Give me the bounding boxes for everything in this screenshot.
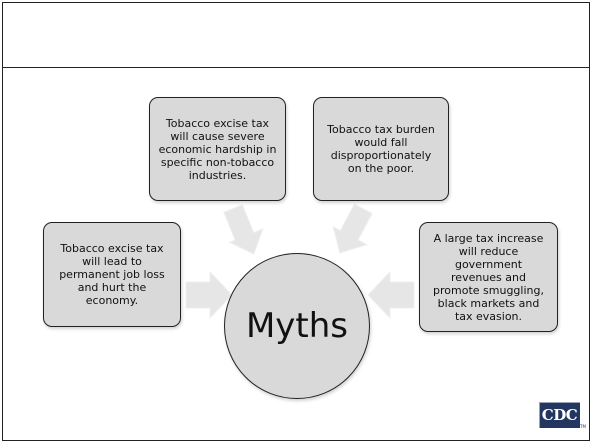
arrow-myth-3 xyxy=(185,270,233,320)
arrow-myth-4 xyxy=(367,270,415,320)
myth-text: A large tax increase will reduce governm… xyxy=(433,231,544,323)
myth-text: Tobacco tax burden would fall disproport… xyxy=(327,123,435,175)
arrow-myth-2 xyxy=(332,203,373,254)
trademark-mark: TM xyxy=(580,424,586,429)
myth-box-industry-hardship: Tobacco excise tax will cause severe eco… xyxy=(149,97,286,201)
myth-box-job-loss: Tobacco excise tax will lead to permanen… xyxy=(43,222,181,327)
myth-text: Tobacco excise tax will lead to permanen… xyxy=(59,242,165,307)
center-label: Myths xyxy=(245,306,349,346)
cdc-logo: CDC xyxy=(539,402,580,428)
myth-text: Tobacco excise tax will cause severe eco… xyxy=(158,116,277,182)
cdc-logo-text: CDC xyxy=(541,406,578,424)
arrow-myth-1 xyxy=(223,204,264,255)
title-divider xyxy=(3,67,589,68)
myth-box-revenue-smuggling: A large tax increase will reduce governm… xyxy=(419,222,558,332)
center-circle: Myths xyxy=(224,253,370,399)
myth-box-burden-on-poor: Tobacco tax burden would fall disproport… xyxy=(313,97,449,201)
